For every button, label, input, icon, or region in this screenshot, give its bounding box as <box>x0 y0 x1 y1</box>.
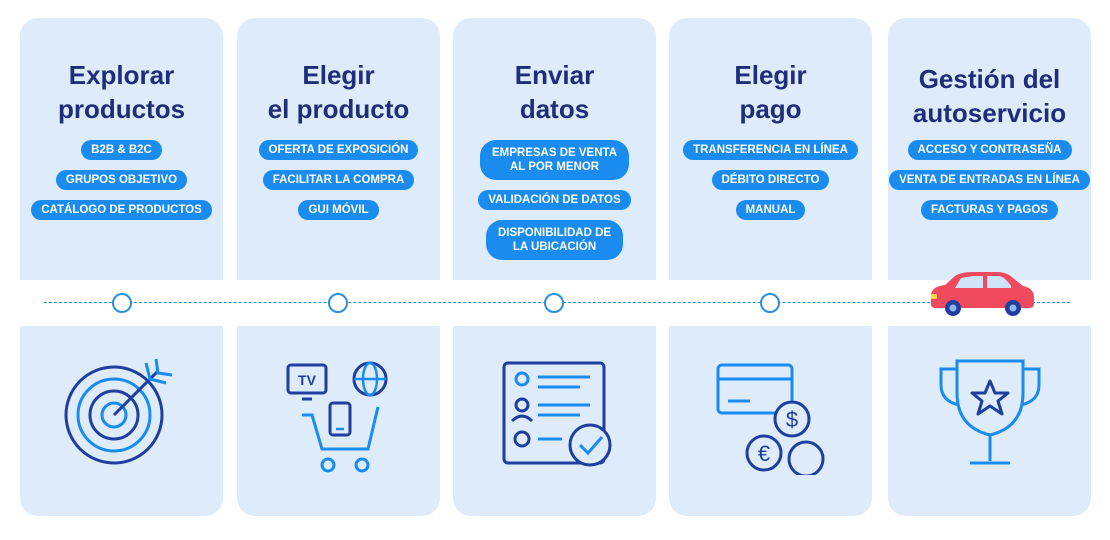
tag: GUI MÓVIL <box>298 200 379 220</box>
tag: B2B & B2C <box>81 140 162 160</box>
timeline-node-4 <box>760 293 780 313</box>
step-title: Elegir el producto <box>267 60 410 124</box>
step-card-1: Explorar productos B2B & B2C GRUPOS OBJE… <box>20 18 223 516</box>
step-card-5: Gestión del autoservicio ACCESO Y CONTRA… <box>888 18 1091 516</box>
tag: OFERTA DE EXPOSICIÓN <box>258 140 419 160</box>
tag: DISPONIBILIDAD DE LA UBICACIÓN <box>485 220 624 260</box>
step-title: Elegir pago <box>734 60 807 124</box>
icon-slot-1 <box>20 345 223 485</box>
tag: ACCESO Y CONTRASEÑA <box>907 140 1072 160</box>
tag: VENTA DE ENTRADAS EN LÍNEA <box>889 170 1090 190</box>
tag: DÉBITO DIRECTO <box>711 170 830 190</box>
tag: FACTURAS Y PAGOS <box>921 200 1058 220</box>
trophy-icon <box>939 359 1040 465</box>
timeline-node-3 <box>544 293 564 313</box>
tv-label: TV <box>298 372 317 388</box>
step-card-2: Elegir el producto OFERTA DE EXPOSICIÓN … <box>237 18 440 516</box>
icon-slot-3 <box>453 345 656 485</box>
timeline-node-1 <box>112 293 132 313</box>
svg-text:€: € <box>757 441 769 466</box>
svg-text:$: $ <box>785 407 797 432</box>
tag-list: EMPRESAS DE VENTA AL POR MENOR VALIDACIÓ… <box>453 140 656 270</box>
tag-list: ACCESO Y CONTRASEÑA VENTA DE ENTRADAS EN… <box>888 140 1091 230</box>
document-check-icon <box>502 361 611 467</box>
tag-list: B2B & B2C GRUPOS OBJETIVO CATÁLOGO DE PR… <box>20 140 223 230</box>
timeline-node-2 <box>328 293 348 313</box>
tag: FACILITAR LA COMPRA <box>262 170 415 190</box>
icon-slot-2: TV <box>237 345 440 485</box>
target-icon <box>64 358 172 465</box>
tag-list: OFERTA DE EXPOSICIÓN FACILITAR LA COMPRA… <box>237 140 440 230</box>
tag: TRANSFERENCIA EN LÍNEA <box>683 140 858 160</box>
icon-slot-4: $ € <box>669 345 872 485</box>
payment-icon: $ € <box>716 363 824 475</box>
tag: MANUAL <box>735 200 806 220</box>
icon-slot-5 <box>888 345 1091 485</box>
step-card-4: Elegir pago TRANSFERENCIA EN LÍNEA DÉBIT… <box>669 18 872 516</box>
step-title: Gestión del autoservicio <box>912 64 1067 128</box>
tag: VALIDACIÓN DE DATOS <box>478 190 631 210</box>
step-card-3: Enviar datos EMPRESAS DE VENTA AL POR ME… <box>453 18 656 516</box>
tag: GRUPOS OBJETIVO <box>55 170 188 190</box>
car-icon <box>931 272 1034 316</box>
devices-cart-icon: TV <box>286 361 387 473</box>
tag-list: TRANSFERENCIA EN LÍNEA DÉBITO DIRECTO MA… <box>669 140 872 230</box>
tag: CATÁLOGO DE PRODUCTOS <box>31 200 212 220</box>
step-title: Enviar datos <box>514 60 595 124</box>
tag: EMPRESAS DE VENTA AL POR MENOR <box>479 140 630 180</box>
step-title: Explorar productos <box>57 60 186 124</box>
